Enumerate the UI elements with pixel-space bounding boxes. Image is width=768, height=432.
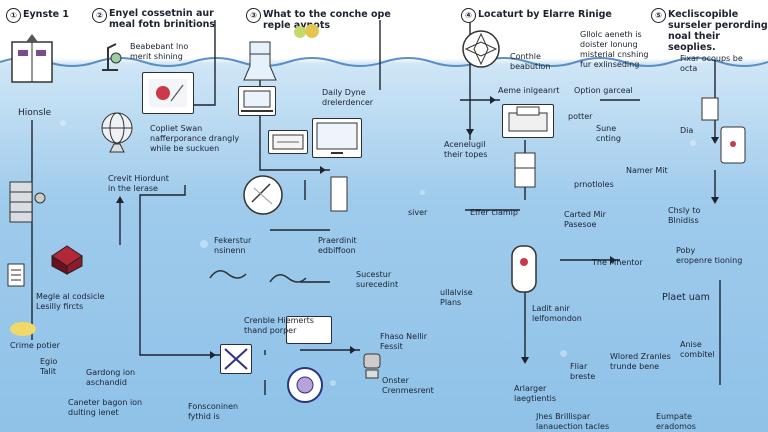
conthle-label: Conthle beabution	[510, 52, 551, 71]
fliar-label: Fliar breste	[570, 362, 596, 381]
anise-label: Anise combitel	[680, 340, 715, 359]
mhenter-label: The Mhentor	[592, 258, 643, 267]
door-icon	[330, 176, 348, 212]
column-title-1: Eynste 1	[23, 9, 70, 20]
checklist-icon	[7, 263, 25, 287]
fekerstur-label: Fekerstur nsinenn	[214, 236, 252, 255]
clock-icon	[269, 274, 307, 283]
calculator-frame	[268, 130, 308, 154]
printer-icon	[508, 106, 548, 132]
tablet-device-icon	[720, 126, 746, 164]
jhes-label: Jhes Brillispar lanauection tacles	[536, 412, 610, 431]
balance-icon	[287, 367, 323, 403]
column-title-4: Locaturt by Elarre Rinige	[478, 9, 612, 20]
door-handle-icon	[701, 97, 719, 121]
namer-label: Namer Mit	[626, 166, 668, 175]
fhaso-label: Fhaso Nellir Fessit	[380, 332, 428, 351]
praerdinit-label: Praerdinit edbiffoon	[318, 236, 357, 255]
laptop-frame	[238, 86, 276, 116]
column-title-3: What to the conche ope reple avnots	[263, 9, 391, 31]
ladit-label: Ladit anir lelfomondon	[532, 304, 582, 323]
hionsle-label: Hionsle	[18, 108, 52, 118]
server-icon	[9, 181, 46, 223]
poby-label: Poby eropenre tioning	[676, 246, 743, 265]
step-number-3: ③	[246, 8, 261, 23]
dia-label: Dia	[680, 126, 694, 135]
microscope-icon	[102, 43, 122, 71]
potter-label: potter	[568, 112, 593, 121]
cranble-label: Crenble Hiemerts thand porper	[244, 316, 314, 335]
monitor-icon	[316, 122, 358, 154]
copliet-label: Copliet Swan nafferporance drangly while…	[150, 124, 240, 153]
monitor-frame	[312, 118, 362, 158]
effer-label: Effer clamip	[470, 208, 518, 217]
beabebant-label: Beabebant lno merit shining	[130, 42, 189, 61]
prnotloles-label: prnotloles	[574, 180, 614, 189]
arlarger-label: Arlarger laegtientis	[514, 384, 557, 403]
network-icon	[224, 348, 248, 370]
step-number-5: ⑤	[651, 8, 666, 23]
option-label: Option garceal	[574, 86, 633, 95]
network-frame	[220, 344, 252, 374]
gardong-label: Gardong ion aschandid	[86, 368, 136, 387]
sune-label: Sune cnting	[596, 124, 621, 143]
printer-frame	[502, 104, 554, 138]
wlored-label: Wlored Zranles trunde bene	[610, 352, 671, 371]
megle-label: Megle al codsicle Lesilly fircts	[36, 292, 105, 311]
step-number-4: ④	[461, 8, 476, 23]
acenelugil-label: Acenelugil their topes	[444, 140, 488, 159]
book-icon	[11, 34, 53, 83]
sucestur-label: Sucestur surecedint	[356, 270, 399, 289]
water-surface	[0, 57, 768, 67]
water-heater-icon	[511, 245, 537, 293]
checklist-frame	[286, 316, 332, 344]
robot-icon	[363, 353, 381, 379]
cabinet-icon	[514, 152, 536, 188]
chsly-label: Chsly to Blnidiss	[668, 206, 701, 225]
column-title-2: Enyel cossetnin aur meal fotn brinitions	[109, 8, 216, 30]
daily-label: Daily Dyne drelerdencer	[322, 88, 374, 107]
step-number-2: ②	[92, 8, 107, 23]
carted-label: Carted Mir Pasesoe	[564, 210, 606, 229]
fixar-label: Fixar ocoups be octa	[680, 54, 743, 73]
compass-icon	[243, 175, 283, 215]
crime-label: Crime potier	[10, 341, 60, 350]
toolbox-icon	[51, 245, 83, 275]
fonsconinen-label: Fonsconinen fythid is	[188, 402, 239, 421]
photo-icon	[149, 79, 187, 107]
scroll-icon	[209, 270, 247, 279]
egio-label: Egio Talit	[40, 357, 58, 376]
crevit-label: Crevit Hiordunt in the lerase	[108, 174, 169, 193]
house-icon	[462, 30, 500, 68]
onsteler-label: Onster Crenmesrent	[382, 376, 434, 395]
siver-label: siver	[408, 208, 428, 217]
step-number-1: ①	[6, 8, 21, 23]
column-title-5: Kecliscopible surseler perording noal th…	[668, 9, 768, 53]
tablet-icon	[10, 322, 36, 336]
caneter-label: Caneter bagon ion dulting ienet	[68, 398, 143, 417]
plaet-label: Plaet uam	[662, 292, 710, 303]
aeme-label: Aeme inlgeanrt	[498, 86, 560, 95]
calculator-icon	[272, 134, 304, 150]
tree-icon	[294, 24, 319, 38]
laptop-icon	[241, 90, 273, 112]
photo-frame	[142, 72, 194, 114]
ullalvise-label: ullalvise Plans	[440, 288, 473, 307]
eumpate-label: Eumpate eradomos	[656, 412, 696, 431]
gllolc-label: Gllolc aeneth is doister lonung misteria…	[580, 30, 649, 69]
globe-icon	[101, 112, 133, 153]
beaker-icon	[243, 41, 277, 81]
